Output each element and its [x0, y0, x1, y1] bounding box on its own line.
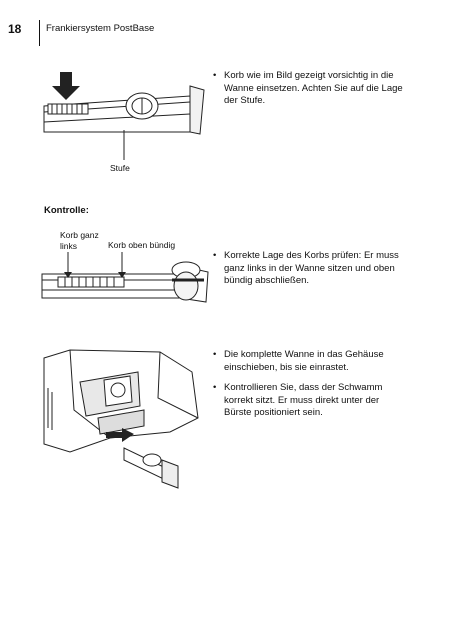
label-korb-oben-buendig: Korb oben bündig: [108, 240, 176, 250]
figure-insert-tray-housing: [43, 349, 199, 489]
section2-bullet-1: Korrekte Lage des Korbs prüfen: Er muss …: [213, 250, 408, 288]
insert-arrow-icon: [106, 428, 134, 442]
figure-control-position: [41, 252, 209, 303]
header-divider: [39, 20, 40, 46]
page-number: 18: [8, 22, 22, 36]
section2-bullet-list: Korrekte Lage des Korbs prüfen: Er muss …: [213, 250, 408, 288]
section3-bullet-1: Die komplette Wanne in das Gehäuse einsc…: [213, 349, 408, 374]
section1-bullet-list: Korb wie im Bild gezeigt vorsichtig in d…: [213, 70, 408, 108]
section3-bullet-2: Kontrollieren Sie, dass der Schwamm korr…: [213, 382, 408, 420]
section3-bullet-list: Die komplette Wanne in das Gehäuse einsc…: [213, 349, 408, 420]
figure1-label-stufe: Stufe: [110, 163, 130, 173]
kontrolle-heading: Kontrolle:: [44, 205, 89, 216]
pointer-arrowhead-icon: [64, 272, 72, 278]
figure-insert-basket: [43, 72, 205, 160]
header-title: Frankiersystem PostBase: [46, 23, 155, 34]
section1-bullet-1: Korb wie im Bild gezeigt vorsichtig in d…: [213, 70, 408, 108]
label-korb-ganz: Korb ganz: [60, 230, 99, 240]
label-links: links: [60, 241, 78, 251]
pointer-arrowhead-icon: [118, 272, 126, 278]
down-arrow-icon: [52, 72, 80, 100]
